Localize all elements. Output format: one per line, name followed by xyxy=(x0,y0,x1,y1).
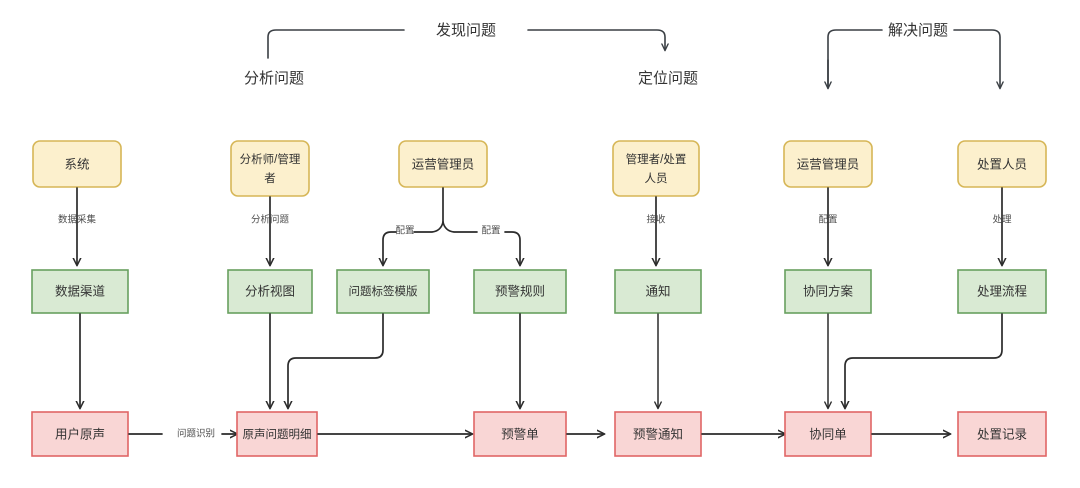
edge-label-data-collection: 数据采集 xyxy=(58,214,97,226)
node-record-disposal-record-label: 处置记录 xyxy=(977,427,1027,441)
node-asset-analysis-view-label: 分析视图 xyxy=(245,283,295,298)
edge-opsadmin-split-left-bend xyxy=(413,221,444,233)
edge-opsadmin-split-right-bend xyxy=(442,221,478,233)
phase-label-locate: 定位问题 xyxy=(638,70,698,87)
node-asset-process-flow-label: 处理流程 xyxy=(977,283,1028,298)
node-asset-alert-rule[interactable]: 预警规则 xyxy=(473,269,567,314)
edge-label-receive: 接收 xyxy=(646,214,666,226)
edge-tagtemplate-to-detail xyxy=(288,313,384,408)
node-actor-analyst-manager[interactable]: 分析师/管理 者 xyxy=(230,140,310,197)
node-asset-data-channel-label: 数据渠道 xyxy=(55,283,106,298)
node-actor-ops-admin-2-label: 运营管理员 xyxy=(797,156,860,171)
node-asset-problem-tag-template-label: 问题标签模版 xyxy=(349,284,418,298)
edge-opsadmin-to-tagtemplate xyxy=(383,231,397,265)
node-record-user-voice-label: 用户原声 xyxy=(55,426,105,441)
node-actor-system[interactable]: 系统 xyxy=(32,140,122,188)
node-actor-analyst-manager-label-line2: 者 xyxy=(264,172,276,185)
node-asset-problem-tag-template[interactable]: 问题标签模版 xyxy=(336,269,430,314)
node-actor-manager-handler-label-line1: 管理者/处置 xyxy=(626,152,687,166)
edge-label-handle: 处理 xyxy=(992,214,1012,226)
edge-label-configure-right: 配置 xyxy=(481,226,500,237)
node-record-voice-problem-detail[interactable]: 原声问题明细 xyxy=(236,411,318,457)
node-actor-manager-handler-label-line2: 人员 xyxy=(645,172,668,185)
edge-label-configure-plan: 配置 xyxy=(818,215,837,226)
node-asset-notify-label: 通知 xyxy=(645,284,670,298)
node-asset-analysis-view[interactable]: 分析视图 xyxy=(227,269,313,314)
node-actor-handler-label: 处置人员 xyxy=(977,157,1027,171)
bracket-resolve-problem xyxy=(828,29,1000,88)
node-actor-manager-handler[interactable]: 管理者/处置 人员 xyxy=(612,140,700,197)
node-record-alert-ticket-label: 预警单 xyxy=(501,426,539,441)
node-record-voice-problem-detail-label: 原声问题明细 xyxy=(243,427,312,441)
node-asset-alert-rule-label: 预警规则 xyxy=(495,283,545,298)
edge-opsadmin-to-alertrule xyxy=(504,231,520,265)
node-actor-ops-admin-2[interactable]: 运营管理员 xyxy=(783,140,873,188)
node-record-collab-ticket-label: 协同单 xyxy=(809,426,847,441)
node-record-user-voice[interactable]: 用户原声 xyxy=(31,411,129,457)
phase-label-discover: 发现问题 xyxy=(436,22,496,39)
node-asset-collab-plan-label: 协同方案 xyxy=(803,283,854,298)
node-actor-handler[interactable]: 处置人员 xyxy=(957,140,1047,188)
node-record-collab-ticket[interactable]: 协同单 xyxy=(784,411,872,457)
node-asset-collab-plan[interactable]: 协同方案 xyxy=(784,269,872,314)
edge-processflow-to-collabticket xyxy=(845,313,1003,408)
node-asset-process-flow[interactable]: 处理流程 xyxy=(957,269,1047,314)
node-record-alert-ticket[interactable]: 预警单 xyxy=(473,411,567,457)
node-record-disposal-record[interactable]: 处置记录 xyxy=(957,411,1047,457)
edge-label-configure-left: 配置 xyxy=(395,226,414,237)
node-actor-analyst-manager-label-line1: 分析师/管理 xyxy=(240,152,301,166)
edge-label-problem-identify: 问题识别 xyxy=(177,428,215,440)
node-actor-ops-admin-1[interactable]: 运营管理员 xyxy=(398,140,488,188)
node-record-alert-notice[interactable]: 预警通知 xyxy=(614,411,702,457)
phase-label-analyze: 分析问题 xyxy=(244,70,304,87)
node-asset-notify[interactable]: 通知 xyxy=(614,269,702,314)
bracket-discover-problem xyxy=(267,29,665,59)
phase-label-resolve: 解决问题 xyxy=(888,22,948,39)
node-record-alert-notice-label: 预警通知 xyxy=(633,426,683,441)
edge-label-analyze-problem: 分析问题 xyxy=(251,214,290,226)
node-actor-ops-admin-1-label: 运营管理员 xyxy=(412,156,475,171)
node-asset-data-channel[interactable]: 数据渠道 xyxy=(31,269,129,314)
node-actor-system-label: 系统 xyxy=(64,157,89,171)
